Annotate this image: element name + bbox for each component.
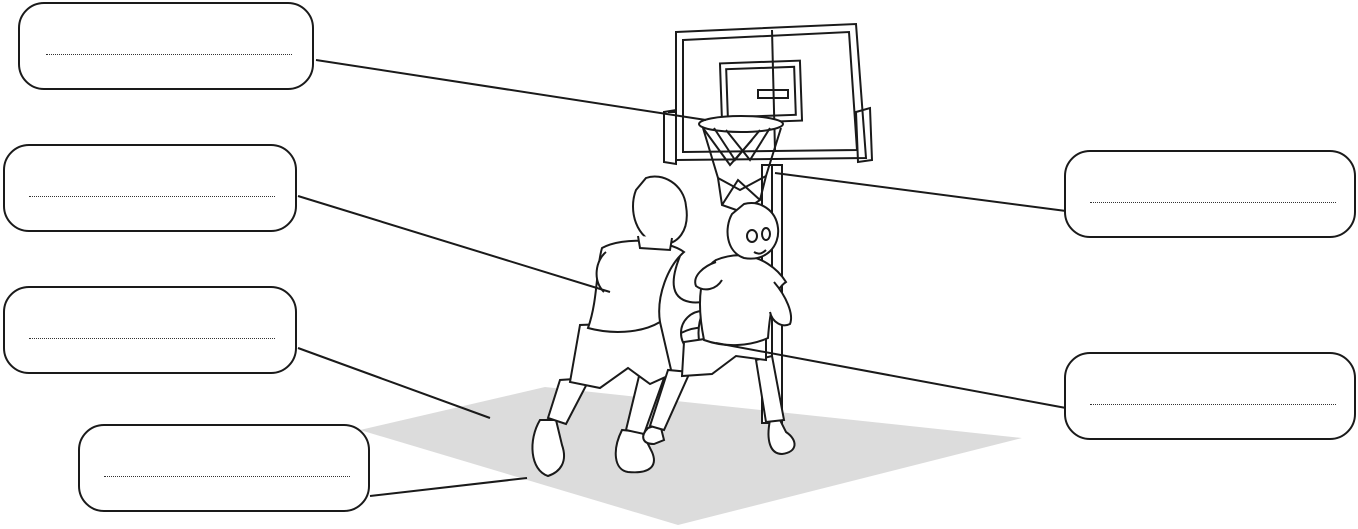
leader-line-shoe [370, 478, 527, 496]
label-box-pole [1064, 150, 1356, 238]
leader-line-hoop [316, 60, 706, 120]
leader-line-pole [775, 173, 1066, 211]
label-box-ball [1064, 352, 1356, 440]
label-box-shirt [3, 144, 297, 232]
answer-line-shoe[interactable] [104, 476, 350, 477]
leader-line-shirt [298, 196, 610, 292]
answer-line-ball[interactable] [1090, 404, 1336, 405]
answer-line-court[interactable] [29, 338, 275, 339]
backboard [664, 24, 872, 164]
leader-line-court [298, 348, 490, 418]
label-box-shoe [78, 424, 370, 512]
label-box-court [3, 286, 297, 374]
label-box-hoop [18, 2, 314, 90]
answer-line-pole[interactable] [1090, 202, 1336, 203]
answer-line-shirt[interactable] [29, 196, 275, 197]
answer-line-hoop[interactable] [46, 54, 292, 55]
